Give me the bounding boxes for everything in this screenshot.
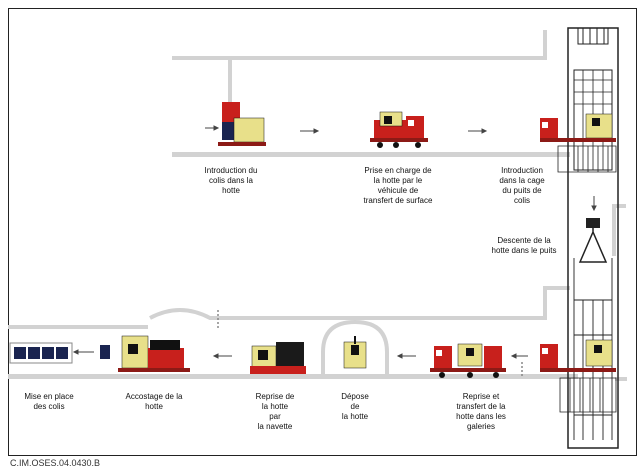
label-accostage: Accostage de la hotte [125,392,183,411]
label-descente: Descente de la hotte dans le puits [491,236,557,255]
colis-base [218,142,266,146]
colis-yellow [233,117,265,143]
shuttle-vehicle [250,342,306,374]
figure-credit: C.IM.OSES.04.0430.B [10,458,101,468]
surface-wall-right [543,30,547,60]
label-mise-en-place: Mise en place des colis [24,392,74,411]
storage-cell [9,342,110,364]
shaft-wall-right [612,208,616,256]
loading-station [218,102,266,146]
hoist-head [586,218,600,228]
gallery-right-wall [612,204,626,208]
colis-red-upper [222,102,240,122]
depose-station [343,336,367,369]
label-intro-colis: Introduction du colis dans la hotte [204,166,258,195]
docking-vehicle [118,335,190,372]
shaft-tower [567,27,619,449]
surface-floor [172,152,570,157]
colis-navy [222,122,234,140]
alcove-arch [321,319,389,376]
surface-transfer-vehicle [370,111,428,148]
crane-post [228,60,232,102]
gallery-left-wall [8,325,148,329]
shaft-bottom-vehicle [540,339,617,413]
tower-crown [577,28,609,45]
surface-ceiling [172,56,547,60]
gallery-floor [8,374,578,379]
label-depose: Dépose de la hotte [341,392,369,421]
label-reprise-transfert: Reprise et transfert de la hotte dans le… [456,392,506,431]
diagram-frame [8,8,637,456]
gallery-right-wall-bottom [615,377,627,381]
cage-entry-vehicle [540,113,617,173]
label-prise-en-charge: Prise en charge de la hotte par le véhic… [363,166,433,205]
tower-hatch-top [574,70,612,170]
label-intro-cage: Introduction dans la cage du puits de co… [499,166,545,205]
tower-outer [567,27,619,449]
label-reprise-navette: Reprise de la hotte par la navette [255,392,295,431]
gallery-ceiling [149,286,570,320]
flow-arrows [72,125,597,359]
gallery-transfer-vehicle [430,343,506,378]
